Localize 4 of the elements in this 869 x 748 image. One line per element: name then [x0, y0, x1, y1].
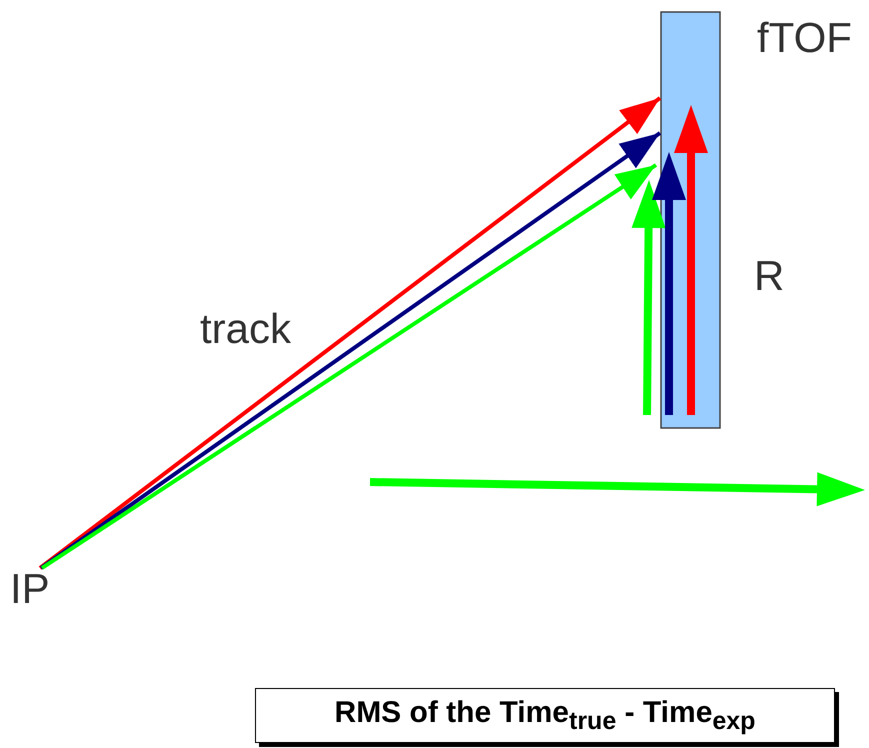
point-label: IP: [10, 568, 50, 610]
detector-label: R: [754, 255, 784, 297]
track-label: track: [200, 308, 292, 350]
detector-label: fTOF: [757, 17, 852, 59]
